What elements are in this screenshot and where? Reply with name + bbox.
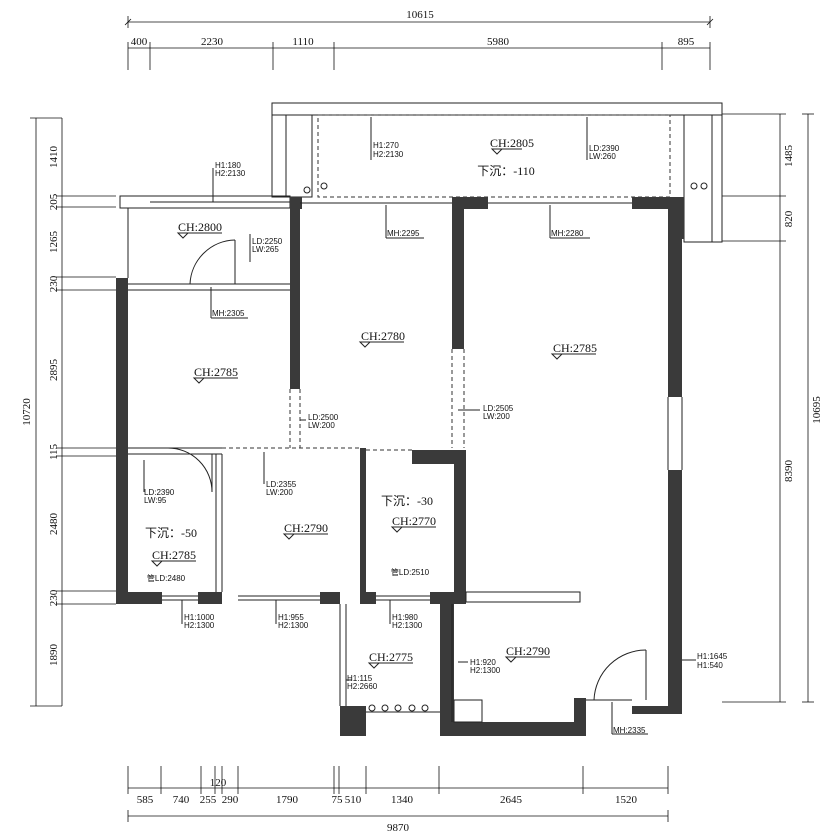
annotations: H1:270 H2:2130 LD:2390 LW:260 H1:180 H2:… (143, 117, 728, 735)
k-h1-note: H1:115 (347, 674, 373, 683)
left-dim-9: 1890 (48, 644, 60, 667)
entry-ch: CH:2790 (506, 644, 550, 658)
top-dim-1: 400 (131, 36, 148, 48)
right-total-dim: 10695 (811, 396, 823, 424)
w3-h1-note: H1:980 (392, 613, 418, 622)
bottom-dim-9: 2645 (500, 794, 523, 806)
bedroom-mid-ch: CH:2780 (361, 329, 405, 343)
tl-lw-note: LW:265 (252, 245, 279, 254)
mh-2280-note: MH:2280 (551, 229, 584, 238)
left-total-dim: 10720 (21, 398, 33, 426)
left-dim-2: 205 (48, 193, 60, 210)
room-labels: CH:2805 下沉：-110 CH:2800 CH:2785 CH:2780 … (145, 136, 597, 664)
right-dim-1: 1485 (783, 145, 795, 168)
bath-left-pipe: 管LD:2480 (147, 573, 186, 583)
bottom-dim-extra: 120 (210, 777, 227, 789)
bottom-dim-7: 510 (345, 794, 362, 806)
bottom-dim-10: 1520 (615, 794, 638, 806)
balcony-ch: CH:2805 (490, 136, 534, 150)
bottom-dim-4: 290 (222, 794, 239, 806)
left-dim-4: 230 (48, 275, 60, 292)
tl-ld-note: LD:2250 (252, 237, 283, 246)
balcony-drop: 下沉：-110 (477, 164, 535, 178)
bottom-dimensions: 585 740 255 290 1790 75 510 1340 2645 15… (127, 766, 669, 834)
partitions (127, 202, 683, 723)
bl-lw-note: LW:95 (144, 496, 167, 505)
tl-h2-note: H2:2130 (215, 169, 246, 178)
r-h1-note: H1:1645 (697, 652, 728, 661)
bath-left-drop: 下沉：-50 (145, 526, 197, 540)
r-h2-note: H1:540 (697, 661, 723, 670)
liv-ld-note: LD:2505 (483, 404, 514, 413)
left-dim-6: 115 (48, 443, 60, 460)
balc-h2-note: H2:2130 (373, 150, 404, 159)
bottom-total-dim: 9870 (387, 822, 410, 834)
w1-h2-note: H2:1300 (184, 621, 215, 630)
mid-ld-note: LD:2500 (308, 413, 339, 422)
balcony (119, 102, 723, 243)
top-left-ch: CH:2800 (178, 220, 222, 234)
top-total-dim: 10615 (406, 9, 434, 21)
left-dim-3: 1265 (48, 231, 60, 254)
study-ch: CH:2790 (284, 521, 328, 535)
walls (116, 197, 684, 736)
bath-right-drop: 下沉：-30 (381, 494, 433, 508)
mh-2295-note: MH:2295 (387, 229, 420, 238)
k-h2-note: H2:2660 (347, 682, 378, 691)
bath-left-ch: CH:2785 (152, 548, 196, 562)
st-lw-note: LW:200 (266, 488, 293, 497)
mid-lw-note: LW:200 (308, 421, 335, 430)
w2-h2-note: H2:1300 (278, 621, 309, 630)
doors (167, 239, 647, 701)
living-ch: CH:2785 (553, 341, 597, 355)
left-dim-8: 230 (48, 589, 60, 606)
top-dim-5: 895 (678, 36, 695, 48)
top-dim-4: 5980 (487, 36, 510, 48)
bottom-dim-2: 740 (173, 794, 190, 806)
left-dimensions: 10720 1410 205 1265 230 2895 115 2480 23… (21, 117, 116, 707)
st-ld-note: LD:2355 (266, 480, 297, 489)
mh-2305-note: MH:2305 (212, 309, 245, 318)
w2-h1-note: H1:955 (278, 613, 304, 622)
door-arc-entry (593, 649, 647, 701)
door-arc-bath-left (167, 447, 213, 493)
bath-right-pipe: 管LD:2510 (391, 567, 430, 577)
right-dim-2: 820 (783, 210, 795, 227)
kitchen-ch: CH:2775 (369, 650, 413, 664)
bl-ld-note: LD:2390 (144, 488, 175, 497)
right-dim-3: 8390 (783, 460, 795, 483)
left-dim-7: 2480 (48, 513, 60, 536)
bath-right-ch: CH:2770 (392, 514, 436, 528)
tl-h1-note: H1:180 (215, 161, 241, 170)
w1-h1-note: H1:1000 (184, 613, 215, 622)
right-dimensions: 1485 820 8390 10695 (722, 113, 823, 703)
door-arc-top-left (189, 239, 236, 285)
bottom-dim-1: 585 (137, 794, 154, 806)
bottom-dim-6: 75 (332, 794, 344, 806)
balc-lw-note: LW:260 (589, 152, 616, 161)
bottom-dim-8: 1340 (391, 794, 414, 806)
bottom-dim-3: 255 (200, 794, 217, 806)
top-dimensions: 10615 400 2230 1110 5980 895 (124, 9, 714, 70)
balc-h1-note: H1:270 (373, 141, 399, 150)
ceiling-markers (150, 148, 596, 669)
liv-lw-note: LW:200 (483, 412, 510, 421)
w3-h2-note: H2:1300 (392, 621, 423, 630)
top-dim-2: 2230 (201, 36, 224, 48)
left-dim-1: 1410 (48, 146, 60, 169)
left-dim-5: 2895 (48, 359, 60, 382)
top-dim-3: 1110 (292, 36, 314, 48)
e-h2-note: H2:1300 (470, 666, 501, 675)
e-h1-note: H1:920 (470, 658, 496, 667)
mh-2335-note: MH:2335 (613, 726, 646, 735)
bottom-dim-5: 1790 (276, 794, 299, 806)
bedroom-left-ch: CH:2785 (194, 365, 238, 379)
balc-ld-note: LD:2390 (589, 144, 620, 153)
